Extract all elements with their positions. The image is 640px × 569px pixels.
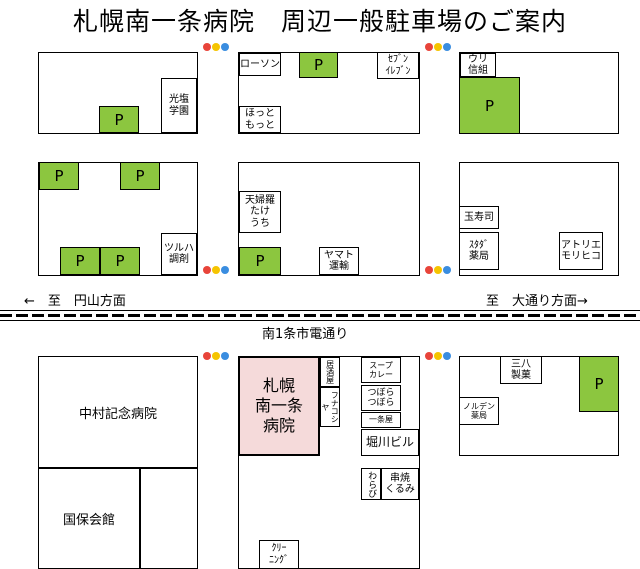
road-label-east: 至 大通り方面→ bbox=[486, 294, 588, 309]
shop-tempura: 天婦羅 たけ うち bbox=[239, 191, 281, 233]
shop-cleaning: ｸﾘｰ ﾆﾝｸﾞ bbox=[259, 540, 299, 569]
traffic-signal-icon bbox=[425, 352, 451, 360]
parking-lot[interactable]: P bbox=[100, 247, 140, 275]
road-label-west: ← 至 円山方面 bbox=[24, 294, 126, 309]
parking-lot[interactable]: P bbox=[39, 162, 79, 190]
shop-soupcurry: スープ カレー bbox=[361, 357, 401, 383]
shop-tamazushi: 玉寿司 bbox=[459, 206, 499, 229]
shop-kushiyaki: 串焼 くるみ bbox=[381, 468, 419, 500]
shop-tsubora: つぼら つぼら bbox=[361, 385, 401, 411]
block-kokuho-annex bbox=[140, 468, 198, 569]
shop-warabi: わらび bbox=[361, 468, 381, 500]
parking-lot[interactable]: P bbox=[299, 52, 338, 78]
shop-funakoshiya: フナコシヤ bbox=[320, 387, 340, 427]
tram-track bbox=[0, 314, 640, 317]
shop-kouen: 光塩 学園 bbox=[161, 78, 197, 133]
parking-lot[interactable]: P bbox=[459, 77, 520, 134]
shop-atorie: アトリエ モリヒコ bbox=[559, 232, 603, 270]
shop-ichijoya: 一条屋 bbox=[361, 412, 401, 428]
shop-sanpa: 三八 製菓 bbox=[500, 356, 542, 384]
traffic-signal-icon bbox=[203, 352, 229, 360]
shop-yamato: ヤマト 運輸 bbox=[319, 247, 359, 275]
nakamura-hospital-label: 中村記念病院 bbox=[78, 406, 157, 422]
tram-street-label: 南1条市電通り bbox=[262, 327, 349, 342]
kokuho-hall-label: 国保会館 bbox=[62, 513, 115, 528]
parking-lot[interactable]: P bbox=[120, 162, 160, 190]
traffic-signal-icon bbox=[203, 266, 229, 274]
parking-lot[interactable]: P bbox=[579, 356, 619, 412]
shop-tsuruha: ツルハ 調剤 bbox=[161, 233, 197, 275]
shop-uri: ウリ 信組 bbox=[460, 53, 496, 77]
hospital-building[interactable]: 札幌 南一条 病院 bbox=[238, 356, 320, 456]
traffic-signal-icon bbox=[425, 266, 451, 274]
parking-lot[interactable]: P bbox=[99, 106, 139, 133]
shop-sutada: ｽﾀﾀﾞ 薬局 bbox=[459, 232, 499, 270]
shop-lawson: ローソン bbox=[239, 53, 281, 76]
shop-norden: ノルデン 薬局 bbox=[459, 397, 499, 425]
shop-hottomotto: ほっと もっと bbox=[239, 106, 281, 133]
parking-lot[interactable]: P bbox=[60, 247, 100, 275]
tram-rail bbox=[0, 310, 640, 311]
page-title: 札幌南一条病院 周辺一般駐車場のご案内 bbox=[72, 7, 567, 36]
traffic-signal-icon bbox=[203, 43, 229, 51]
tram-rail bbox=[0, 320, 640, 321]
block-nakamura: 中村記念病院 bbox=[38, 356, 198, 468]
shop-horikawa: 堀川ビル bbox=[361, 429, 419, 456]
shop-seven: ｾﾌﾞﾝ ｲﾚﾌﾞﾝ bbox=[377, 52, 419, 79]
shop-izakaya: 居酒屋 bbox=[320, 357, 340, 387]
parking-lot[interactable]: P bbox=[239, 247, 281, 275]
traffic-signal-icon bbox=[425, 43, 451, 51]
block-kokuho: 国保会館 bbox=[38, 468, 140, 569]
